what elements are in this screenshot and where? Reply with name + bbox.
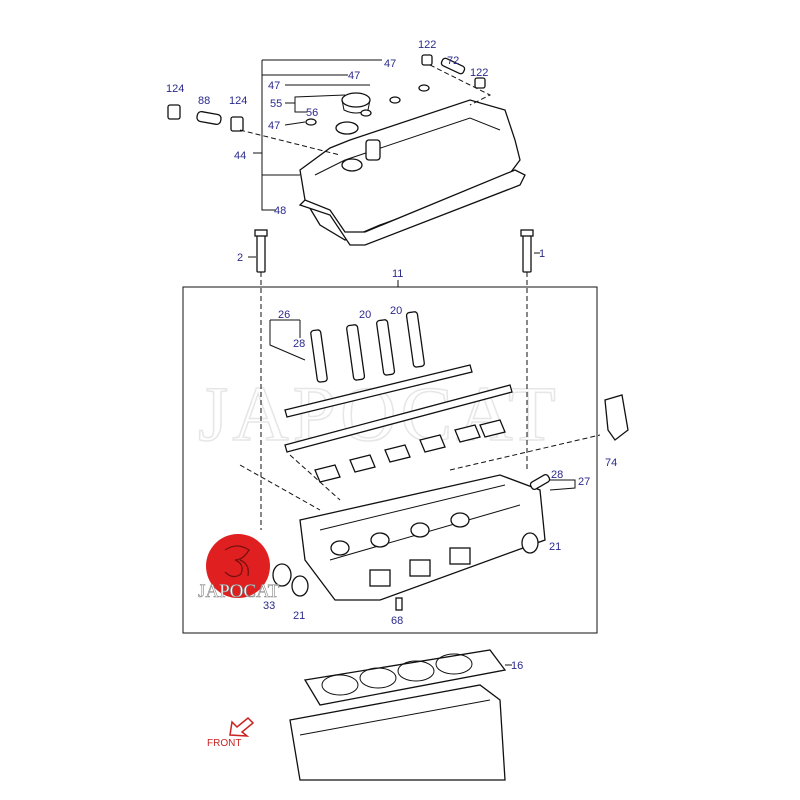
callout-label: 47 bbox=[268, 80, 280, 92]
callout-label: 16 bbox=[511, 660, 523, 672]
rocker-arms bbox=[314, 419, 506, 483]
callout-label: 122 bbox=[470, 67, 488, 79]
callout-label: 124 bbox=[229, 95, 247, 107]
seal-plug bbox=[521, 532, 539, 554]
callout-label: 21 bbox=[549, 541, 561, 553]
callout-label: 48 bbox=[274, 205, 286, 217]
filler-cap-seal bbox=[335, 121, 359, 135]
head-bolt-2 bbox=[254, 229, 268, 273]
callout-label: 21 bbox=[293, 610, 305, 622]
rocker-shafts bbox=[284, 364, 513, 453]
callout-label: 2 bbox=[237, 252, 243, 264]
callout-label: 55 bbox=[270, 98, 282, 110]
watermark-text: JAPOCAT bbox=[198, 370, 560, 457]
callout-label: 47 bbox=[348, 70, 360, 82]
front-arrow-icon bbox=[229, 716, 255, 737]
callout-label: 44 bbox=[234, 150, 246, 162]
callout-label: 20 bbox=[359, 309, 371, 321]
head-gasket bbox=[303, 649, 512, 706]
injector-tubes bbox=[310, 311, 425, 383]
callout-label: 47 bbox=[384, 58, 396, 70]
japocat-logo: JAPOCAT bbox=[198, 534, 280, 602]
callout-label: 26 bbox=[278, 309, 290, 321]
cylinder-head bbox=[299, 474, 546, 601]
seal-33 bbox=[272, 563, 292, 587]
callout-label: 74 bbox=[605, 457, 617, 469]
pcv-hose bbox=[167, 54, 486, 132]
callout-label: 11 bbox=[392, 268, 403, 280]
callout-label: 124 bbox=[166, 83, 184, 95]
callout-label: 47 bbox=[268, 120, 280, 132]
callout-label: 68 bbox=[391, 615, 403, 627]
callout-label: 56 bbox=[306, 107, 318, 119]
callout-label: 28 bbox=[551, 469, 563, 481]
seal-21 bbox=[291, 575, 309, 597]
glow-plug bbox=[529, 473, 551, 491]
cylinder-block bbox=[289, 684, 506, 781]
callout-label: 20 bbox=[390, 305, 402, 317]
plug-68 bbox=[395, 597, 403, 611]
callout-label: 1 bbox=[539, 248, 545, 260]
callout-label: 33 bbox=[263, 600, 275, 612]
head-bolt-1 bbox=[520, 229, 534, 273]
bracket-74 bbox=[604, 394, 629, 441]
front-label: FRONT bbox=[207, 738, 241, 749]
callout-label: 28 bbox=[293, 338, 305, 350]
callout-label: 88 bbox=[198, 95, 210, 107]
logo-text: JAPOCAT bbox=[198, 581, 280, 602]
callout-label: 27 bbox=[578, 476, 590, 488]
valve-cover bbox=[298, 99, 526, 246]
callout-label: 122 bbox=[418, 39, 436, 51]
callout-label: 72 bbox=[447, 55, 459, 67]
cylinder-head-assembly-frame bbox=[182, 286, 598, 634]
